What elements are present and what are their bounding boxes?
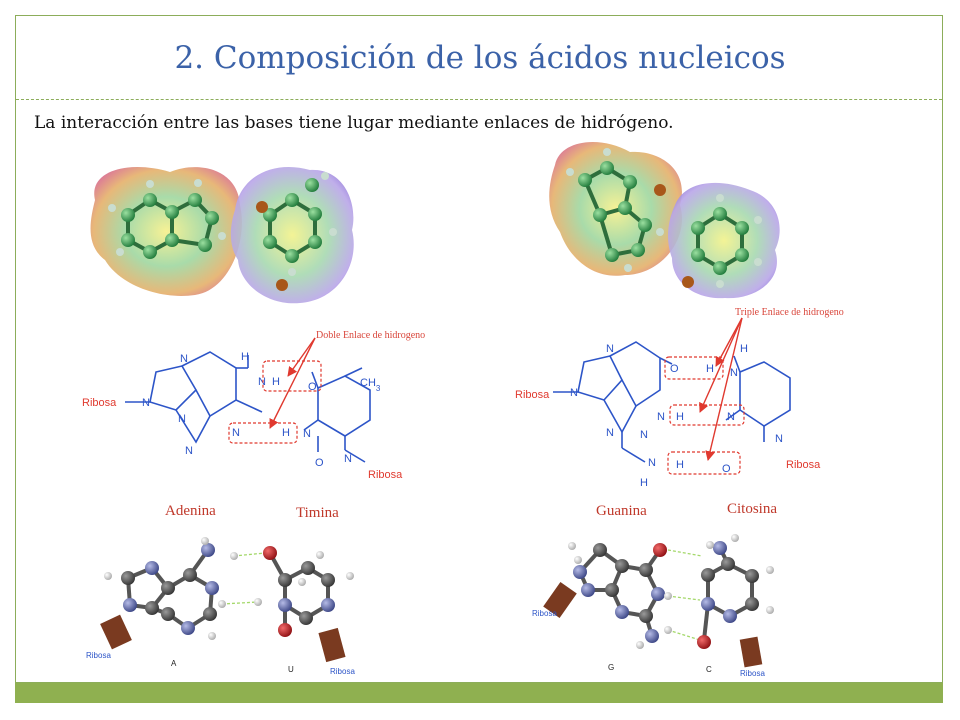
atom-h: H	[740, 343, 748, 355]
guanine-label: Guanina	[596, 503, 647, 519]
atom-o: O	[315, 457, 324, 469]
ribose-block	[318, 627, 346, 663]
atom-n: N	[180, 353, 188, 365]
ribose-label: Ribosa	[330, 667, 355, 676]
atom-n: N	[178, 413, 186, 425]
atom-h: H	[272, 376, 280, 388]
guanine-cytosine-structure: N N N N N N O H H H H H N N O N Ribosa R…	[515, 307, 844, 519]
atom-n: N	[640, 429, 648, 441]
slide-body-text: La interacción entre las bases tiene lug…	[34, 113, 674, 133]
atom-n: N	[344, 453, 352, 465]
ribose-block	[543, 581, 577, 619]
footer-bar	[15, 683, 943, 703]
triple-hbond-annotation: Triple Enlace de hidrogeno	[735, 307, 844, 318]
guanine-ribose-label: Ribosa	[515, 389, 550, 401]
double-hbond-annotation: Doble Enlace de hidrogeno	[316, 330, 425, 341]
adenine-ribose-label: Ribosa	[82, 397, 117, 409]
title-divider	[16, 99, 942, 100]
base-letter-c: C	[706, 665, 712, 674]
cytosine-label: Citosina	[727, 501, 777, 517]
guanine-atom-labels: N N N N N N O H H H H H N N O N	[570, 343, 783, 489]
atom-n: N	[258, 376, 266, 388]
atom-h: H	[706, 363, 714, 375]
atom-n: N	[775, 433, 783, 445]
ribose-block	[739, 636, 763, 668]
atom-n: N	[730, 367, 738, 379]
ribose-label: Ribosa	[86, 651, 111, 660]
atom-h: H	[640, 477, 648, 489]
base-letter-a: A	[171, 659, 177, 668]
cytosine-ribose-label: Ribosa	[786, 459, 821, 471]
adenine-uracil-ball-model: Ribosa A U Ribosa	[86, 537, 355, 676]
atom-h: H	[676, 411, 684, 423]
atom-o: O	[722, 463, 731, 475]
annotation-arrows	[269, 337, 316, 429]
ribose-label: Ribosa	[740, 669, 765, 678]
slide-frame: 2. Composición de los ácidos nucleicos L…	[15, 15, 943, 683]
atom-n: N	[727, 411, 735, 423]
base-letter-g: G	[608, 663, 614, 672]
base-letter-u: U	[288, 665, 294, 674]
guanine-cytosine-ball-model: Ribosa G C Ribosa	[532, 534, 774, 678]
atom-n: N	[142, 397, 150, 409]
ribose-label: Ribosa	[532, 609, 557, 618]
adenine-label: Adenina	[165, 503, 216, 519]
atom-h: H	[241, 351, 249, 363]
atom-n: N	[606, 343, 614, 355]
atom-o: O	[670, 363, 679, 375]
annotation-arrows	[699, 317, 743, 461]
ribose-block	[100, 614, 132, 650]
atom-n: N	[232, 427, 240, 439]
atom-n: N	[657, 411, 665, 423]
atom-h: H	[282, 427, 290, 439]
atom-n: N	[185, 445, 193, 457]
esp-surface-left-pair	[90, 166, 354, 304]
thymine-label: Timina	[296, 505, 339, 521]
thymine-ribose-label: Ribosa	[368, 469, 403, 481]
atom-n: N	[606, 427, 614, 439]
atom-n: N	[303, 428, 311, 440]
hbond-highlight-boxes	[228, 360, 322, 444]
adenine-thymine-structure: N N N N N N H H H N O O N CH3 Ribosa Rib…	[82, 330, 425, 521]
slide-title: 2. Composición de los ácidos nucleicos	[174, 40, 786, 76]
atom-n: N	[648, 457, 656, 469]
adenine-atom-labels: N N N N N N H H H N O O N CH3	[142, 351, 381, 469]
esp-surface-right-pair	[549, 142, 780, 299]
atom-o: O	[308, 381, 317, 393]
methyl-label: CH3	[360, 377, 381, 393]
atom-n: N	[570, 387, 578, 399]
atom-h: H	[676, 459, 684, 471]
